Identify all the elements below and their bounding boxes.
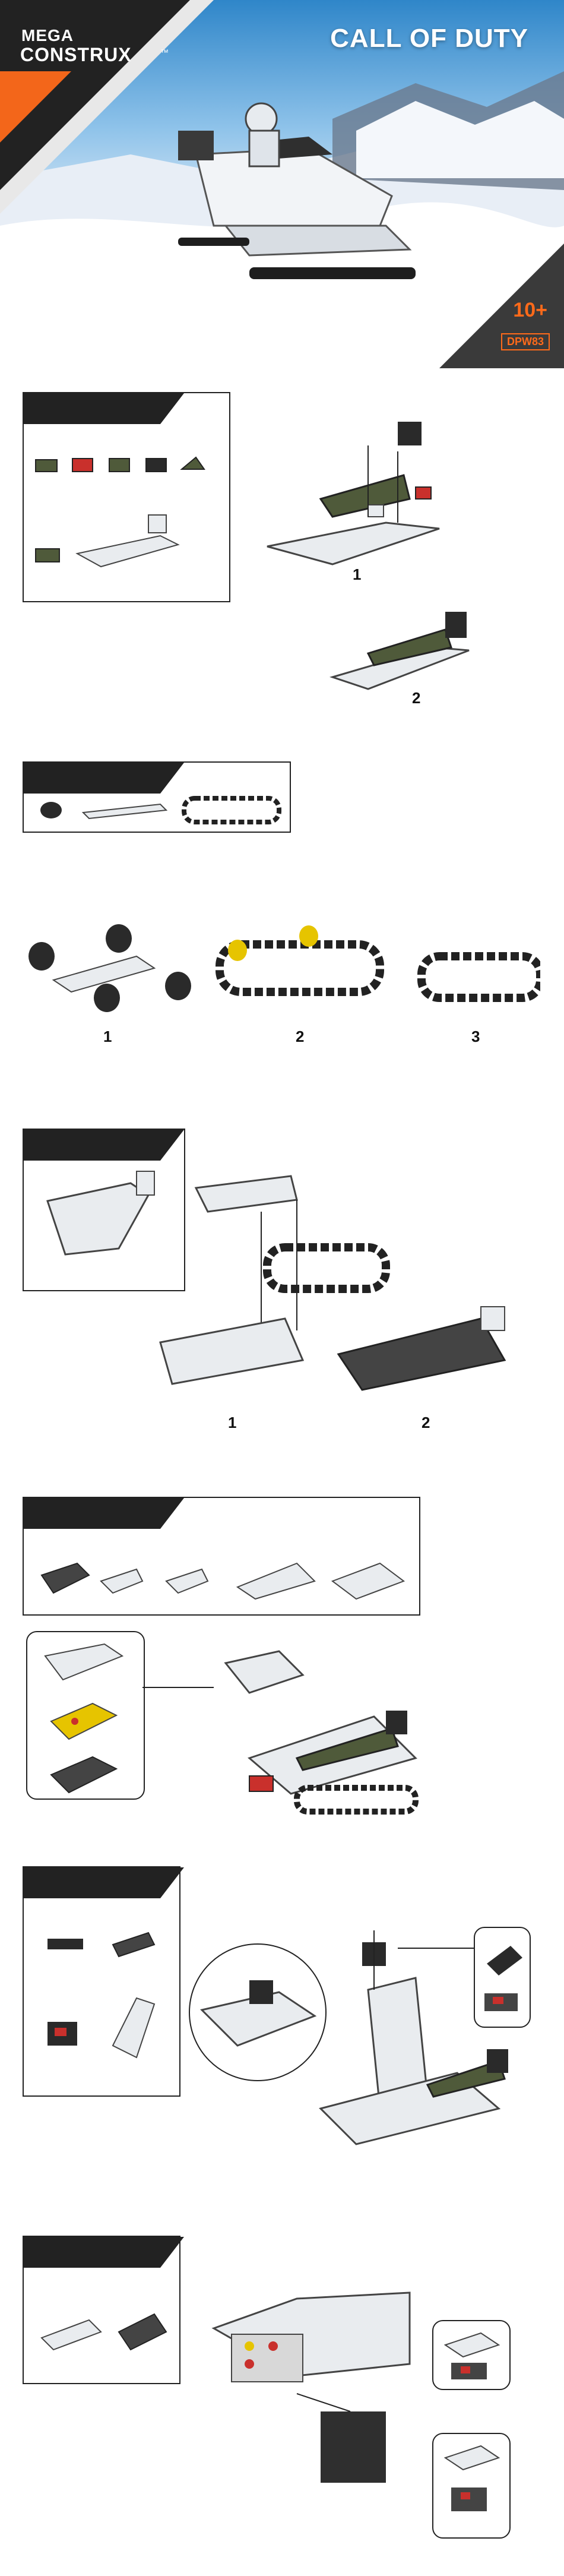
step1-parts <box>24 393 229 601</box>
step3-sub-1: 1 <box>228 1414 236 1432</box>
step4-parts-panel <box>23 1497 420 1616</box>
franchise-logo: CALL OF DUTY <box>330 24 528 53</box>
step3-assembly <box>148 1164 540 1420</box>
step2-sub-3: 3 <box>471 1028 480 1046</box>
step6-part-2 <box>433 2434 509 2537</box>
step6-part-1 <box>433 2321 509 2389</box>
step4-parts <box>24 1498 419 1614</box>
step3-sub-2: 2 <box>422 1414 430 1432</box>
step1-parts-panel <box>23 392 230 602</box>
cover-image: MEGA CONSTRUX ™ CALL OF DUTY 10+ DPW83 <box>0 0 564 368</box>
step6-part-box-1 <box>432 2320 511 2390</box>
step4-arrow-line <box>142 1687 214 1688</box>
step5-parts <box>24 1867 179 2095</box>
step2-parts-panel <box>23 761 291 833</box>
step6-part-box-2 <box>432 2433 511 2539</box>
step6-assembly <box>208 2257 433 2507</box>
step1-sub-2: 2 <box>412 689 420 707</box>
step2-sub-1: 1 <box>103 1028 112 1046</box>
step5-assembly <box>309 1918 522 2168</box>
step5-zoom-content <box>190 1945 325 2080</box>
step6-parts-panel <box>23 2236 180 2384</box>
product-code: DPW83 <box>501 333 550 350</box>
step5-detail-zoom <box>189 1943 327 2081</box>
step2-sub-2: 2 <box>296 1028 304 1046</box>
step6-parts <box>24 2237 179 2383</box>
step2-parts <box>24 763 290 832</box>
brand-construx: CONSTRUX <box>20 44 132 66</box>
step5-parts-panel <box>23 1866 180 2097</box>
trademark: ™ <box>160 48 169 57</box>
step1-sub-1: 1 <box>353 565 361 584</box>
brand-mega: MEGA <box>21 26 74 45</box>
step4-subassembly-box <box>26 1631 145 1800</box>
age-rating: 10+ <box>513 299 547 322</box>
step4-assembly <box>214 1639 433 1818</box>
orange-accent <box>0 71 71 143</box>
step2-assembly <box>18 915 540 1033</box>
step1-assembly <box>249 386 487 719</box>
step4-subassembly <box>27 1632 144 1799</box>
